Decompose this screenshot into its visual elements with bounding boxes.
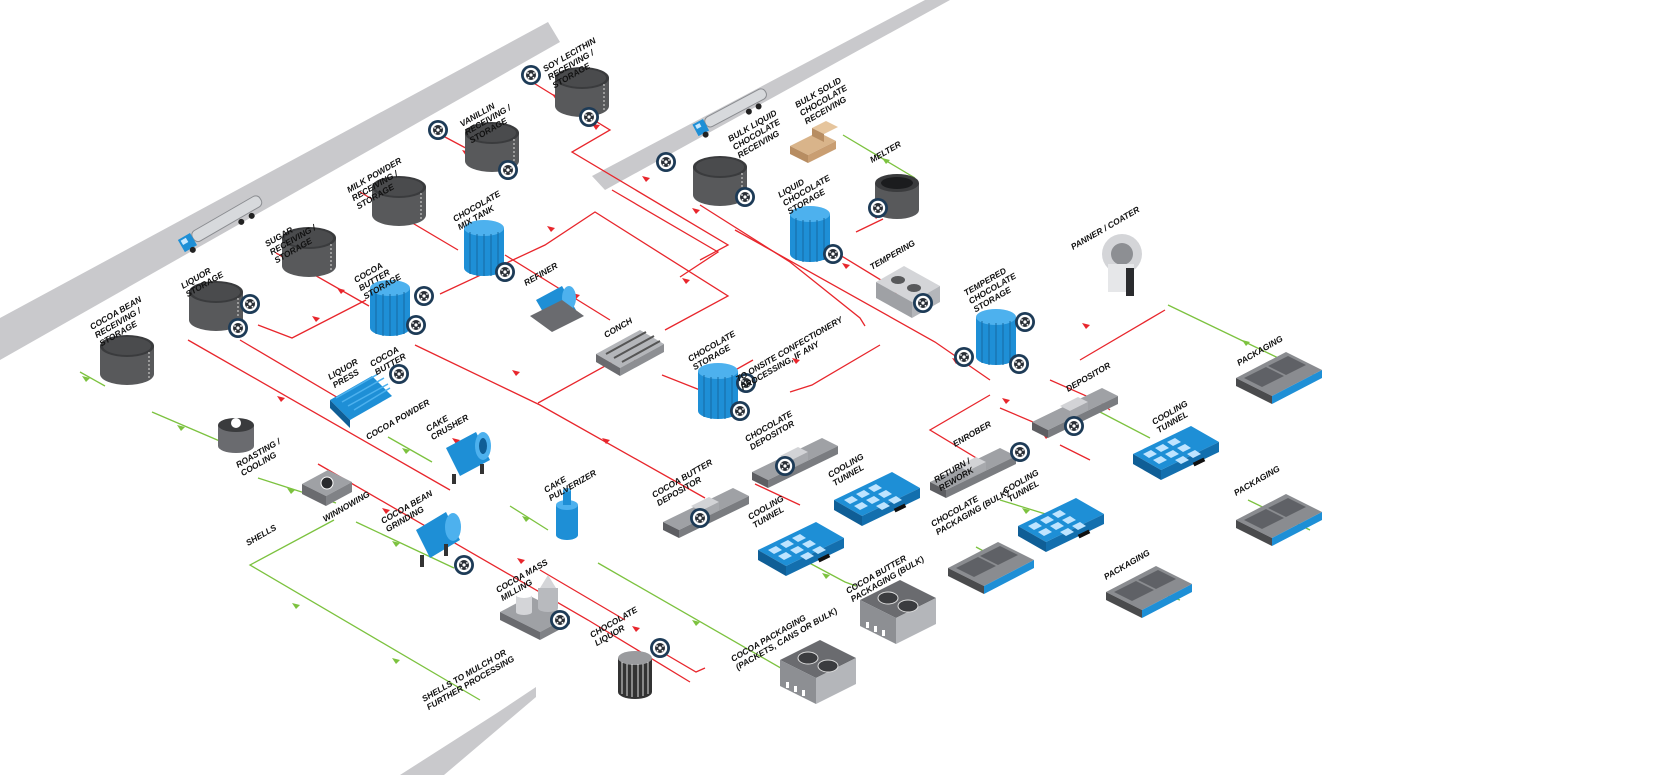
pump-meter-icon [454,555,474,575]
label-cooling-tunnel-2: COOLINGTUNNEL [1001,467,1045,504]
label-line: SHELLS TO MULCH OR [420,647,509,704]
label-packaging-2: PACKAGING [1232,463,1282,498]
roaster [218,418,254,453]
chocolate-depositor [752,438,838,488]
pump-meter-icon [690,508,710,528]
cooling-tunnel-1 [1133,426,1219,480]
chocolate-packaging-bulk [948,542,1034,594]
cake-crusher [446,432,491,484]
label-line: ENROBER [951,418,994,448]
pump-meter-icon [521,65,541,85]
label-depositor: DEPOSITOR [1064,360,1113,394]
label-to-onsite: TO ONSITE CONFECTIONERYPROCESSING, IF AN… [734,314,850,392]
cake-pulverizer [556,488,578,540]
pump-meter-icon [550,610,570,630]
pump-meter-icon [414,286,434,306]
label-chocolate-liquor: CHOCOLATELIQUOR [588,604,644,648]
pump-meter-icon [656,152,676,172]
cooling-tunnel-4 [758,522,844,576]
tempering-unit [876,266,940,318]
lower-road [400,687,536,775]
cooling-tunnel-2 [1018,498,1104,552]
pump-meter-icon [730,401,750,421]
pallet-boxes-icon [790,121,838,163]
label-liquor-press: LIQUORPRESS [326,356,365,390]
pump-meter-icon [954,347,974,367]
panner-coater [1102,234,1142,296]
label-line: TEMPERING [868,238,917,272]
label-tempering: TEMPERING [868,238,917,272]
label-line: REFINER [522,260,560,288]
pump-meter-icon [1009,354,1029,374]
pump-meter-icon [735,187,755,207]
pump-meter-icon [1064,416,1084,436]
pump-meter-icon [428,120,448,140]
pump-meter-icon [498,160,518,180]
pump-meter-icon [823,244,843,264]
label-line: SHELLS [244,522,278,548]
label-line: FURTHER PROCESSING [425,653,517,712]
label-refiner: REFINER [522,260,560,288]
refiner [530,286,584,332]
winnower [302,470,352,506]
tank-truck-icon [177,195,263,253]
label-cake-crusher: CAKECRUSHER [424,404,471,442]
cocoa-mass-mill [500,575,570,640]
chocolate-liquor-drum [618,651,652,699]
label-shells-to-mulch: SHELLS TO MULCH ORFURTHER PROCESSING [420,645,516,712]
label-line: TO ONSITE CONFECTIONERY [734,314,845,384]
label-bulk-solid-receiving: BULK SOLIDCHOCOLATERECEIVING [793,74,854,126]
label-line: DEPOSITOR [1064,360,1113,394]
pump-meter-icon [406,315,426,335]
pump-meter-icon [868,198,888,218]
label-tempered-chocolate-storage: TEMPEREDCHOCOLATESTORAGE [962,262,1023,314]
label-line: PACKAGING [1232,463,1282,498]
byproduct-flow-lines [79,134,1321,701]
pump-meter-icon [775,456,795,476]
cocoa-bean-grinder [416,512,461,567]
conch [596,330,664,376]
pump-meter-icon [650,638,670,658]
tank-truck-icon [692,88,767,138]
pump-meter-icon [240,294,260,314]
cocoa-packaging-machine [779,639,857,705]
pump-meter-icon [913,293,933,313]
pump-meter-icon [1015,312,1035,332]
packaging-2 [1236,494,1322,546]
label-chocolate-depositor: CHOCOLATEDEPOSITOR [743,408,799,452]
label-enrober: ENROBER [951,418,994,448]
pump-meter-icon [228,318,248,338]
pump-meter-icon [1010,442,1030,462]
liquor-press [330,373,392,428]
upper-road [592,0,950,190]
pump-meter-icon [495,262,515,282]
tempered-chocolate-tank [975,308,1017,366]
main-road [0,22,560,360]
label-cocoa-butter-storage: COCOABUTTERSTORAGE [352,255,403,301]
pump-meter-icon [579,107,599,127]
label-cooling-tunnel-4: COOLINGTUNNEL [746,493,790,530]
label-shells: SHELLS [244,522,278,548]
